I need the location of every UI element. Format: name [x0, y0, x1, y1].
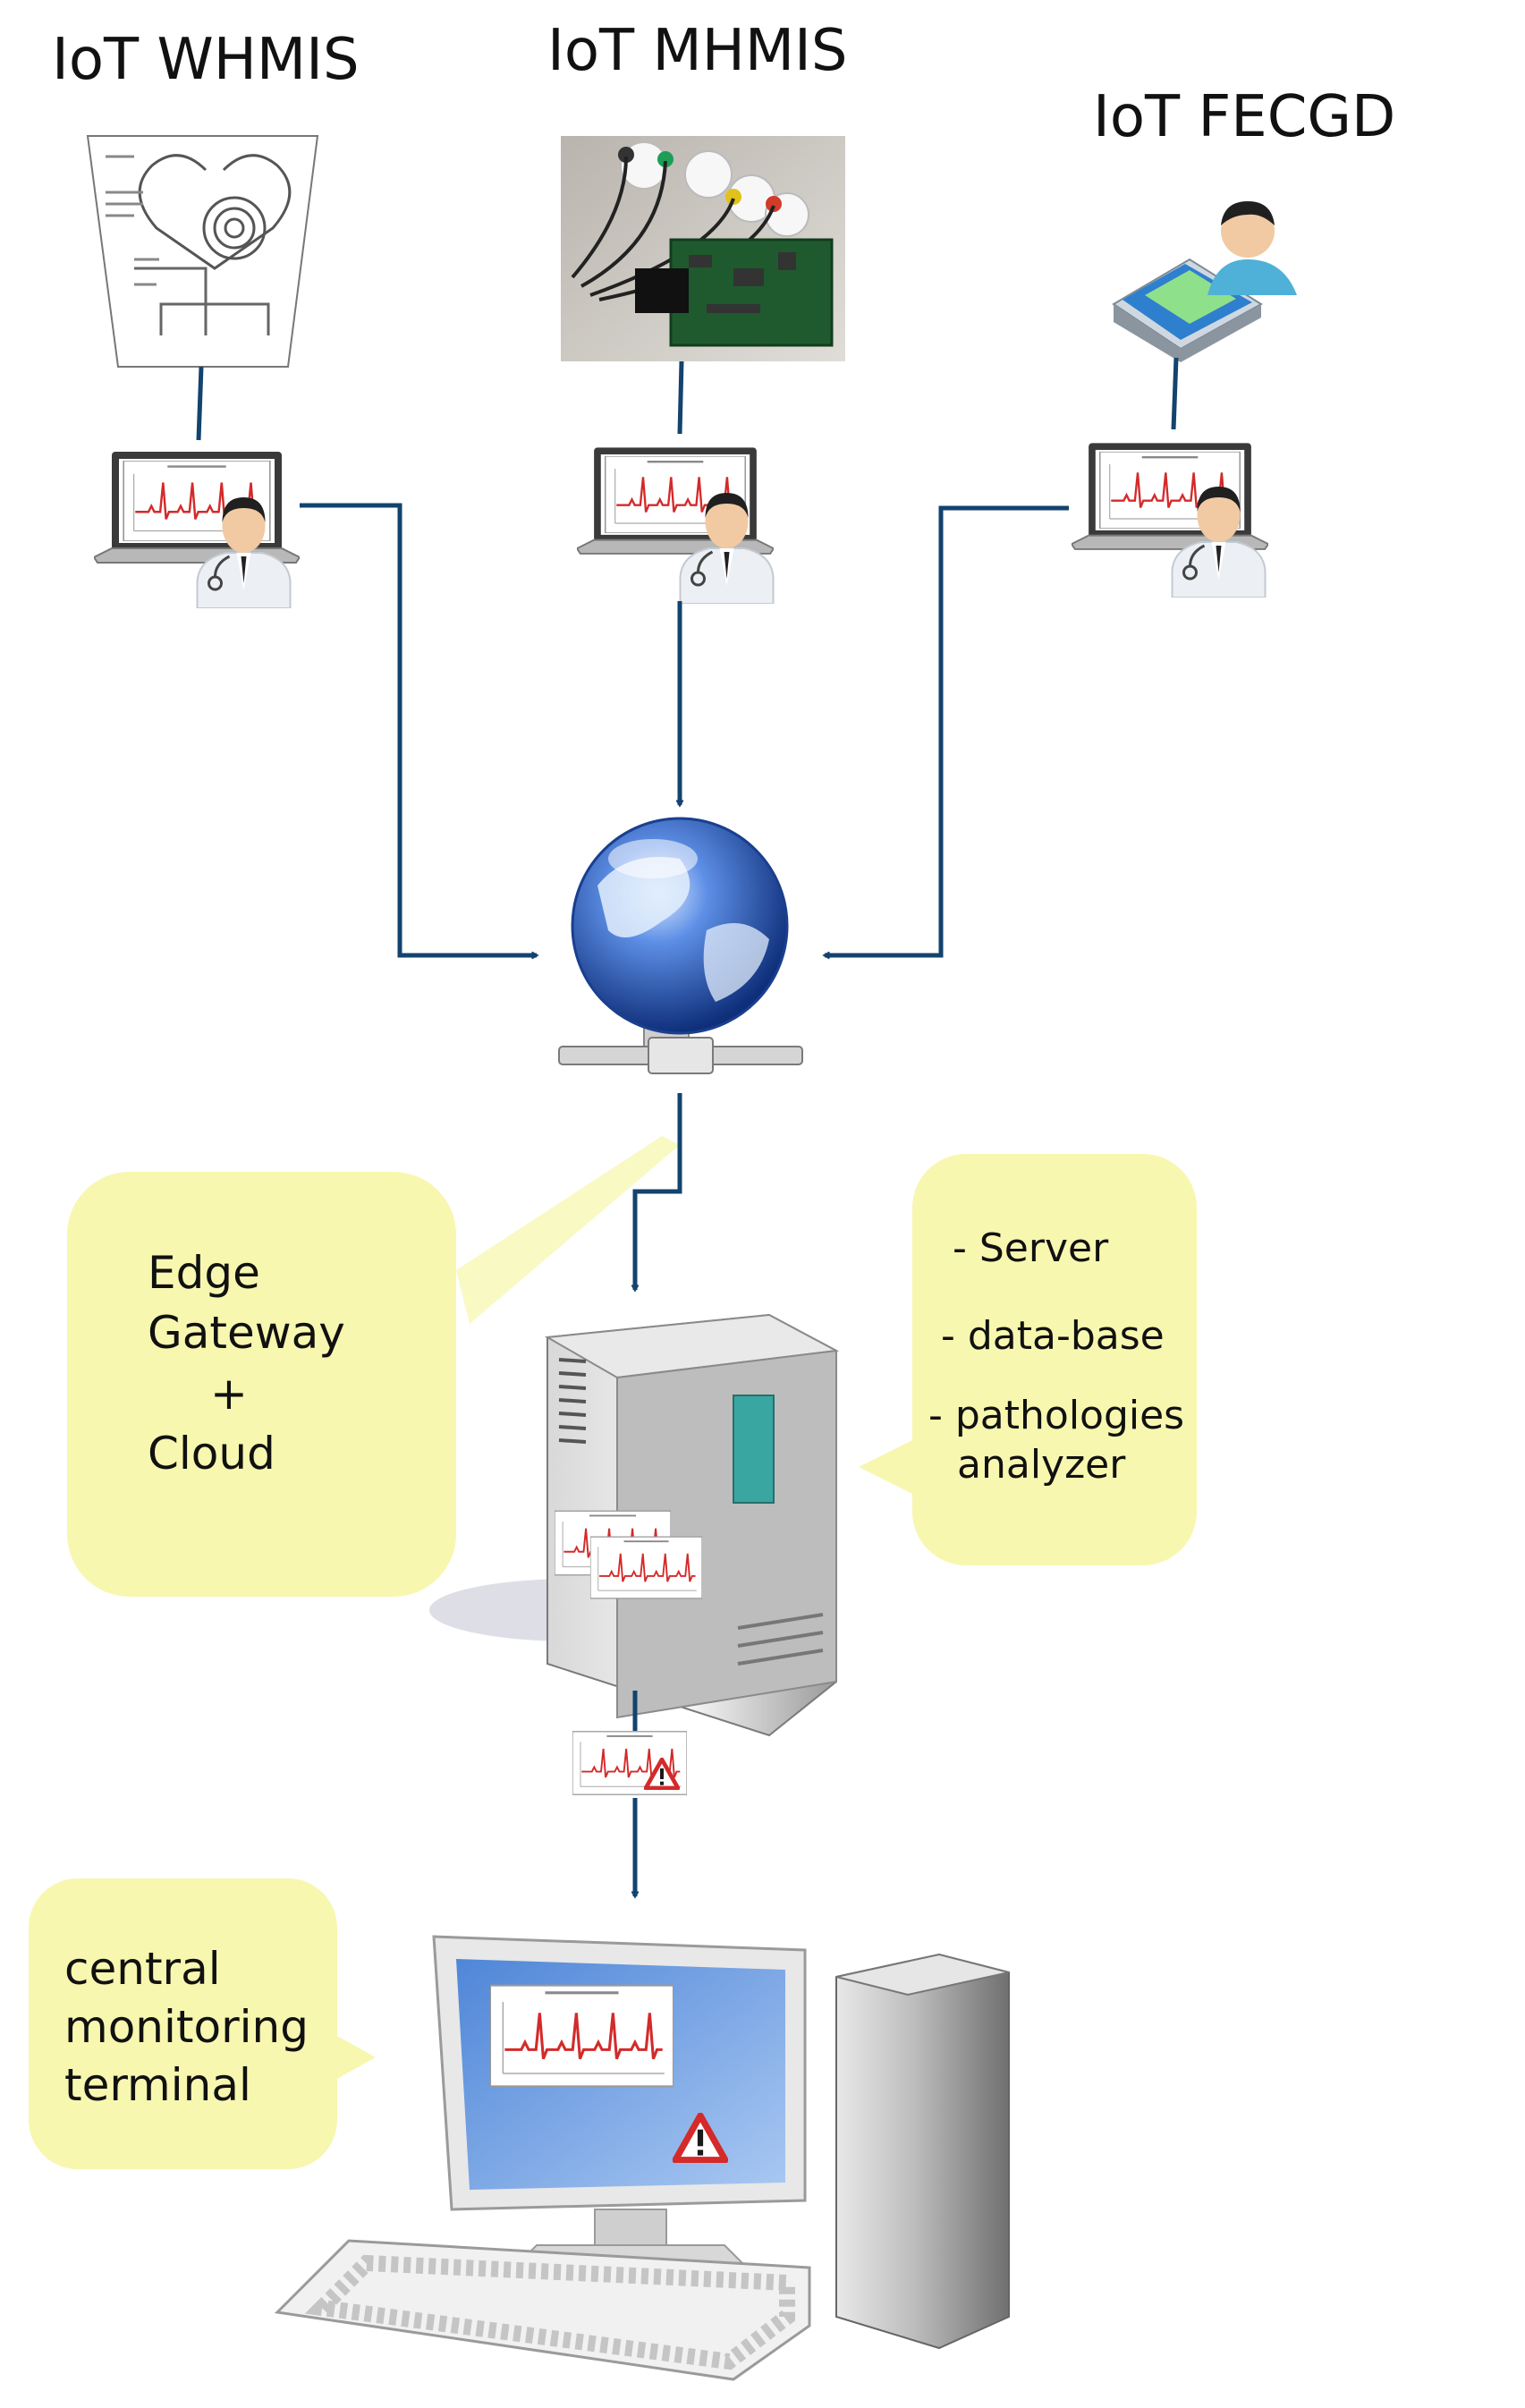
alert-ecg-packet — [572, 1731, 687, 1795]
fetal-ecg-device-icon — [1112, 201, 1297, 362]
server-item-server: - Server — [953, 1225, 1109, 1271]
laptop-fecgd — [1072, 443, 1268, 598]
doctor-laptop-icon — [94, 452, 300, 563]
desktop-computer-icon — [274, 1935, 1010, 2381]
ecg-monitor-chart — [490, 1983, 674, 2089]
server-item-database: - data-base — [941, 1313, 1165, 1359]
heart-sensor-schematic-icon — [86, 135, 319, 368]
laptop-whmis — [94, 452, 300, 608]
central-terminal-bubble: central monitoring terminal — [29, 1878, 337, 2169]
edge-label-line2: Gateway — [148, 1307, 345, 1359]
server-tower-icon — [429, 1313, 840, 1737]
terminal-label-line3: terminal — [64, 2059, 251, 2111]
doctor-laptop-icon — [577, 447, 774, 554]
title-iot-whmis: IoT WHMIS — [52, 27, 360, 93]
connector-whmis-to-network — [300, 503, 537, 955]
globe-network-icon — [558, 817, 803, 1074]
edge-gateway-bubble: Edge Gateway + Cloud — [67, 1172, 456, 1597]
terminal-label-line1: central — [64, 1943, 221, 1995]
title-iot-fecgd: IoT FECGD — [1093, 84, 1395, 150]
terminal-callout-pointer — [335, 2035, 376, 2080]
edge-callout-pointer — [456, 1136, 680, 1324]
edge-label-line1: Edge — [148, 1247, 260, 1299]
ecg-report-icon — [590, 1535, 702, 1600]
connector-fecgd-to-network — [825, 505, 1069, 955]
terminal-label-line2: monitoring — [64, 2001, 309, 2053]
server-item-analyzer: analyzer — [957, 1442, 1126, 1488]
connector-mhmis-device-laptop — [677, 360, 684, 435]
server-item-pathologies: - pathologies — [928, 1393, 1184, 1438]
doctor-laptop-icon — [1072, 443, 1268, 549]
connector-fecgd-device-laptop — [1171, 357, 1179, 430]
laptop-mhmis — [577, 447, 775, 604]
connector-whmis-device-laptop — [196, 366, 204, 441]
server-features-bubble: - Server - data-base - pathologies analy… — [912, 1154, 1197, 1565]
edge-label-line4: Cloud — [148, 1428, 275, 1480]
edge-label-line3: + — [210, 1368, 248, 1420]
ecg-electrode-board-icon — [561, 136, 845, 361]
connector-network-to-server — [635, 1093, 682, 1290]
title-iot-mhmis: IoT MHMIS — [547, 18, 848, 84]
